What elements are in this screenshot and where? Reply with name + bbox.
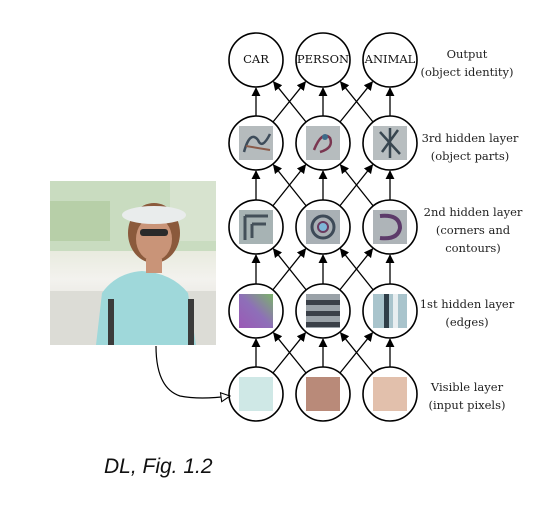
hidden1-features [239,294,407,328]
output-node-1 [228,32,284,88]
connection-hidden3-2-to-output-1 [273,81,307,123]
connection-hidden2-3-to-hidden3-2 [339,164,374,207]
output-node-car: CAR [243,52,269,66]
visible-layer-subtitle: (input pixels) [428,398,505,412]
hidden2-layer-subtitle: (corners and [436,223,511,237]
hidden3-layer-subtitle: (object parts) [431,149,510,163]
connection-hidden3-3-to-output-2 [340,81,374,123]
hidden3-features [239,126,407,160]
output-layer-title: Output [447,47,488,61]
output-node-3 [362,32,418,88]
figure-caption: DL, Fig. 1.2 [104,455,213,478]
hidden2-layer-subtitle-2: contours) [445,241,501,255]
connection-visible-2-to-hidden1-1 [273,332,307,374]
hidden2-layer-title: 2nd hidden layer [424,205,523,219]
visible-layer-title: Visible layer [430,380,504,394]
visible-pixel-1 [239,377,273,411]
hidden3-layer-title: 3rd hidden layer [422,131,519,145]
connection-hidden2-2-to-hidden3-1 [272,164,307,207]
hidden2-features [239,210,407,244]
visible-pixels [239,377,407,411]
connection-arrows [251,81,395,374]
visible-pixel-3 [373,377,407,411]
connection-visible-3-to-hidden1-2 [340,332,374,374]
output-node-2 [295,32,351,88]
output-node-person: PERSON [297,52,349,66]
connection-hidden1-3-to-hidden2-2 [339,248,374,291]
hidden1-layer-subtitle: (edges) [445,315,488,329]
visible-pixel-2 [306,377,340,411]
layer-labels: Output (object identity) 3rd hidden laye… [420,47,523,412]
input-photo-woman [50,181,216,345]
output-node-animal: ANIMAL [364,52,416,66]
output-labels: CAR PERSON ANIMAL [243,52,416,66]
connection-hidden1-2-to-hidden2-1 [272,248,307,291]
hidden1-layer-title: 1st hidden layer [420,297,515,311]
photo-to-input-arrow [155,345,230,398]
output-layer-subtitle: (object identity) [420,65,513,79]
